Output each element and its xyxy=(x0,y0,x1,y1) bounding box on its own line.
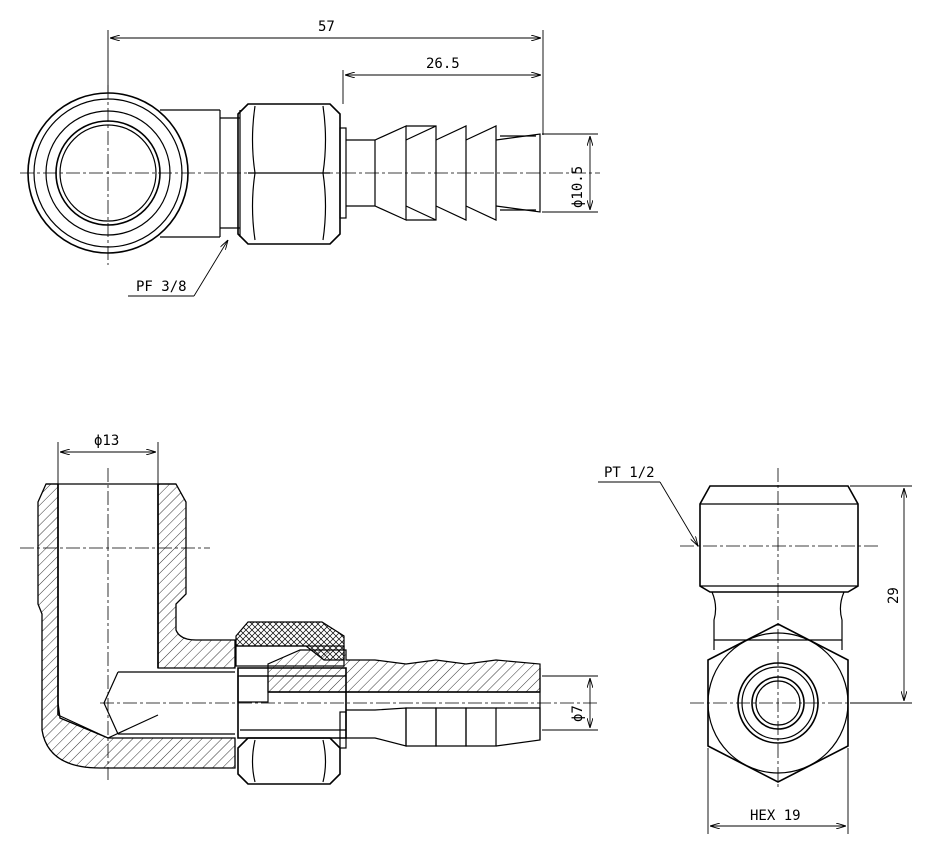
side-thread-body xyxy=(699,485,859,650)
thread-label-pt: PT 1/2 xyxy=(604,465,655,481)
dim-overall: 57 xyxy=(107,19,544,135)
thread-leader-pt: PT 1/2 xyxy=(598,465,698,546)
dim-bore-label: ϕ13 xyxy=(94,433,119,449)
dim-height-label: 29 xyxy=(886,587,902,604)
round-nut xyxy=(27,92,189,254)
dim-hose-length: 26.5 xyxy=(342,56,541,104)
side-hex-nut xyxy=(707,623,849,783)
thread-label-pf: PF 3/8 xyxy=(136,279,187,295)
barb-section xyxy=(267,649,541,693)
dim-hex: HEX 19 xyxy=(707,748,849,834)
dim-hose-bore: ϕ7 xyxy=(542,675,598,731)
elbow-body-section-right xyxy=(157,483,236,669)
dim-bore: ϕ13 xyxy=(57,433,159,484)
elbow-neck xyxy=(160,109,241,238)
bore xyxy=(46,483,176,739)
section-view: ϕ13 ϕ7 xyxy=(20,433,600,785)
dim-hose-dia: ϕ10.5 xyxy=(542,133,598,213)
hose-barb-top xyxy=(346,125,541,221)
dim-hex-label: HEX 19 xyxy=(750,808,801,824)
dim-overall-label: 57 xyxy=(318,19,335,35)
dim-height: 29 xyxy=(850,485,912,704)
dim-hose-length-label: 26.5 xyxy=(426,56,460,72)
top-view: 57 26.5 ϕ10.5 PF 3/8 xyxy=(20,19,600,297)
side-bore xyxy=(103,671,235,735)
thread-leader-pf: PF 3/8 xyxy=(128,240,228,297)
barb-exterior xyxy=(346,668,541,747)
side-view: PT 1/2 29 HEX 19 xyxy=(598,465,912,834)
dim-hose-bore-label: ϕ7 xyxy=(570,705,586,722)
dim-hose-dia-label: ϕ10.5 xyxy=(570,166,586,208)
hex-nut-top xyxy=(237,103,347,245)
hex-nut-lower xyxy=(237,711,347,785)
